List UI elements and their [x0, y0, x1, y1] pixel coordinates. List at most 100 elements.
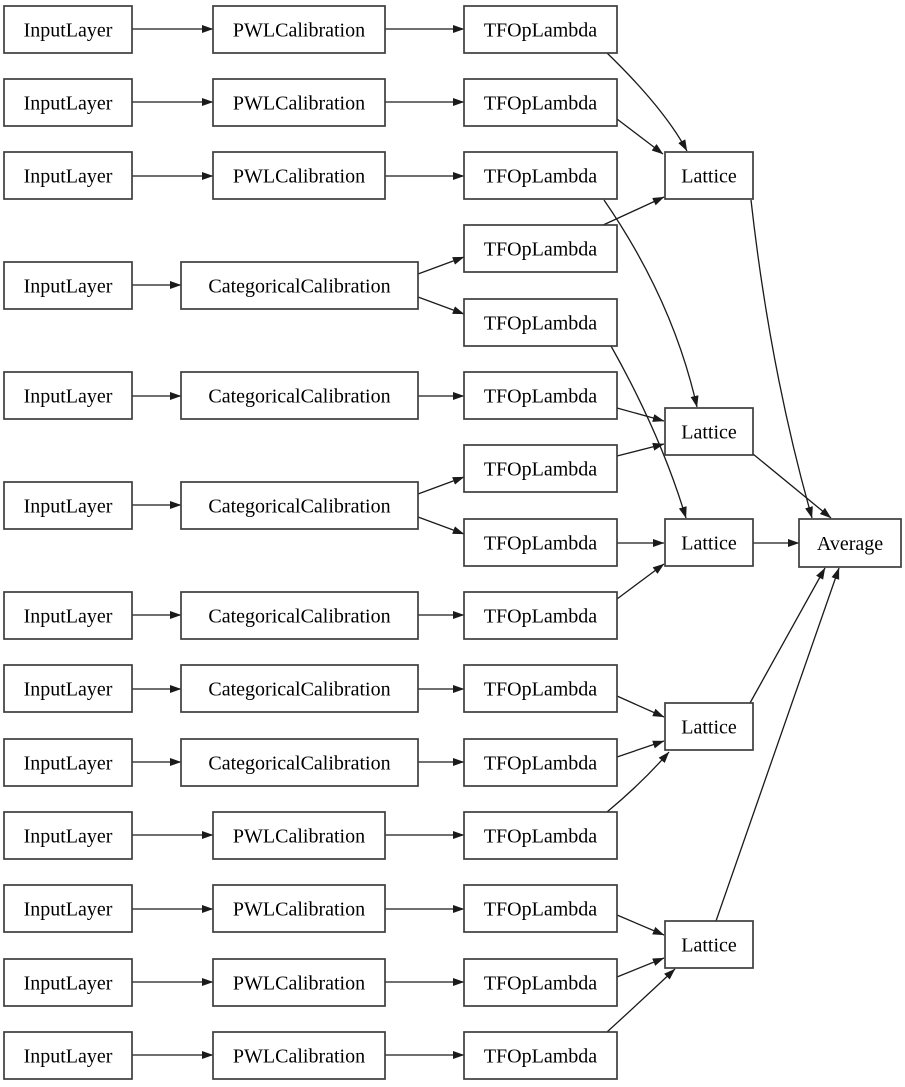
node-lattice4: Lattice: [664, 702, 754, 751]
node-label-calib4: CategoricalCalibration: [208, 276, 390, 298]
node-lattice3: Lattice: [664, 518, 754, 567]
node-box-calib5: [180, 371, 419, 420]
node-label-lattice4: Lattice: [681, 717, 737, 739]
node-input5: InputLayer: [3, 371, 133, 420]
node-box-input8: [3, 664, 133, 713]
node-lambda6: TFOpLambda: [463, 371, 618, 420]
node-label-input2: InputLayer: [24, 93, 113, 115]
node-box-calib8: [180, 664, 419, 713]
node-lattice5: Lattice: [664, 920, 754, 969]
edge-lambda15-lattice5: [606, 968, 676, 1033]
node-label-lambda15: TFOpLambda: [484, 1046, 597, 1068]
node-lambda9: TFOpLambda: [463, 591, 618, 640]
node-label-lambda6: TFOpLambda: [484, 386, 597, 408]
edge-lambda5-lattice3: [610, 345, 687, 519]
edge-lambda1-lattice1: [605, 51, 688, 152]
node-label-input3: InputLayer: [24, 166, 113, 188]
nodes-layer: InputLayerInputLayerInputLayerInputLayer…: [3, 5, 902, 1080]
node-box-lambda3: [463, 151, 618, 200]
node-input2: InputLayer: [3, 78, 133, 127]
edge-lambda3-lattice2: [603, 199, 699, 408]
node-lambda15: TFOpLambda: [463, 1031, 618, 1080]
node-calib9: CategoricalCalibration: [180, 738, 419, 787]
node-lambda11: TFOpLambda: [463, 738, 618, 787]
node-box-lambda14: [463, 958, 618, 1007]
node-lambda8: TFOpLambda: [463, 518, 618, 567]
node-box-calib4: [180, 261, 419, 310]
node-lambda14: TFOpLambda: [463, 958, 618, 1007]
node-box-input4: [3, 261, 133, 310]
node-calib11: PWLCalibration: [212, 884, 386, 933]
node-lambda4: TFOpLambda: [463, 224, 618, 273]
edge-lambda9-lattice3: [616, 563, 665, 600]
node-label-average: Average: [817, 533, 883, 555]
node-box-calib12: [212, 958, 386, 1007]
node-label-calib6: CategoricalCalibration: [208, 496, 390, 518]
node-lattice2: Lattice: [664, 407, 754, 456]
node-box-lambda13: [463, 884, 618, 933]
edge-calib6-lambda8: [417, 516, 465, 535]
node-box-lattice4: [664, 702, 754, 751]
edges-layer: [132, 24, 840, 1060]
edge-lambda11-lattice4: [616, 740, 665, 758]
node-box-lambda5: [463, 298, 618, 347]
node-label-lambda13: TFOpLambda: [484, 899, 597, 921]
node-box-lattice2: [664, 407, 754, 456]
edge-lambda4-lattice1: [600, 196, 665, 227]
node-lambda5: TFOpLambda: [463, 298, 618, 347]
node-label-lambda8: TFOpLambda: [484, 533, 597, 555]
node-lambda2: TFOpLambda: [463, 78, 618, 127]
node-label-lambda1: TFOpLambda: [484, 20, 597, 42]
node-calib10: PWLCalibration: [212, 811, 386, 860]
node-box-calib7: [180, 591, 419, 640]
node-lambda7: TFOpLambda: [463, 444, 618, 493]
node-label-input5: InputLayer: [24, 386, 113, 408]
node-label-calib5: CategoricalCalibration: [208, 386, 390, 408]
node-lambda12: TFOpLambda: [463, 811, 618, 860]
node-lambda10: TFOpLambda: [463, 664, 618, 713]
node-box-lambda10: [463, 664, 618, 713]
node-box-lambda1: [463, 5, 618, 54]
node-box-calib6: [180, 481, 419, 530]
node-box-average: [798, 518, 902, 568]
edge-calib6-lambda7: [417, 476, 465, 495]
node-box-input6: [3, 481, 133, 530]
node-label-lattice2: Lattice: [681, 422, 737, 444]
edge-calib4-lambda5: [417, 296, 465, 315]
node-label-lattice1: Lattice: [681, 166, 737, 188]
node-box-lambda2: [463, 78, 618, 127]
node-label-calib12: PWLCalibration: [233, 973, 365, 995]
node-box-input10: [3, 811, 133, 860]
node-label-calib10: PWLCalibration: [233, 826, 365, 848]
node-label-calib3: PWLCalibration: [233, 166, 365, 188]
node-calib3: PWLCalibration: [212, 151, 386, 200]
edge-lambda14-lattice5: [616, 957, 665, 978]
node-input9: InputLayer: [3, 738, 133, 787]
node-label-input13: InputLayer: [24, 1046, 113, 1068]
edge-lattice1-average: [750, 199, 813, 519]
node-label-lattice3: Lattice: [681, 533, 737, 555]
node-box-lattice3: [664, 518, 754, 567]
node-label-input12: InputLayer: [24, 973, 113, 995]
node-box-input3: [3, 151, 133, 200]
node-input1: InputLayer: [3, 5, 133, 54]
node-label-calib8: CategoricalCalibration: [208, 679, 390, 701]
node-label-input9: InputLayer: [24, 753, 113, 775]
node-box-calib11: [212, 884, 386, 933]
node-box-input2: [3, 78, 133, 127]
node-box-input9: [3, 738, 133, 787]
node-calib2: PWLCalibration: [212, 78, 386, 127]
node-box-calib1: [212, 5, 386, 54]
node-input7: InputLayer: [3, 591, 133, 640]
node-box-input11: [3, 884, 133, 933]
node-label-calib2: PWLCalibration: [233, 93, 365, 115]
node-label-lambda11: TFOpLambda: [484, 753, 597, 775]
node-input3: InputLayer: [3, 151, 133, 200]
node-label-lambda4: TFOpLambda: [484, 239, 597, 261]
node-label-input7: InputLayer: [24, 606, 113, 628]
edge-lambda7-lattice2: [616, 442, 665, 457]
node-box-lambda15: [463, 1031, 618, 1080]
node-label-lambda7: TFOpLambda: [484, 459, 597, 481]
edge-lambda12-lattice4: [606, 751, 670, 813]
